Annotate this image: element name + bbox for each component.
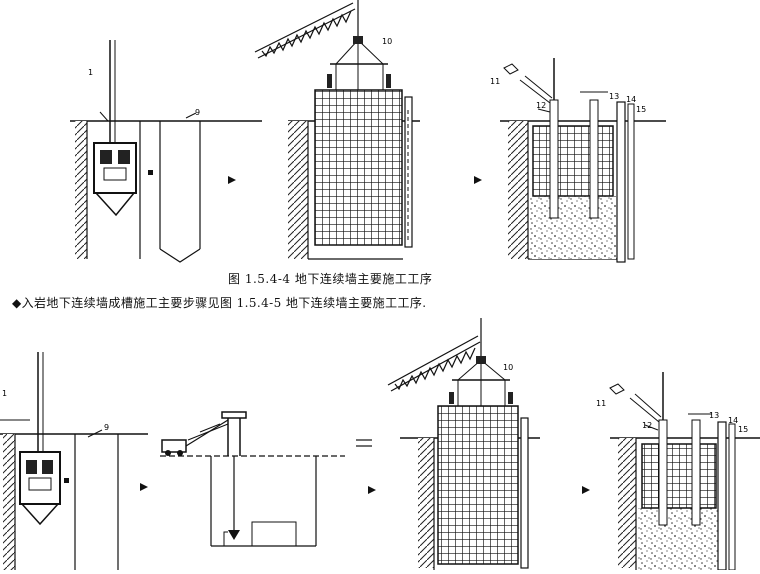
label-14: 14 xyxy=(728,416,738,425)
step-3-top-concrete-pouring xyxy=(500,58,666,263)
bullet-paragraph: ◆入岩地下连续墙成槽施工主要步骤见图 1.5.4-5 地下连续墙主要施工工序. xyxy=(12,296,427,310)
label-15: 15 xyxy=(636,105,646,114)
label-14: 14 xyxy=(626,95,636,104)
step-2-bottom-cage-lowering xyxy=(387,318,540,570)
label-11: 11 xyxy=(490,77,500,86)
step-2-top-cage-lowering xyxy=(254,0,420,260)
label-9: 9 xyxy=(104,423,109,432)
arrow-icon xyxy=(368,486,376,494)
figure-caption: 图 1.5.4-4 地下连续墙主要施工工序 xyxy=(228,272,433,286)
arrow-icon xyxy=(474,176,482,184)
step-1-top-trench-excavation xyxy=(70,40,262,263)
arrow-icon xyxy=(228,176,236,184)
label-10: 10 xyxy=(503,363,513,372)
label-15: 15 xyxy=(738,425,748,434)
label-10: 10 xyxy=(382,37,392,46)
label-1: 1 xyxy=(2,389,7,398)
label-13: 13 xyxy=(709,411,719,420)
arrow-icon xyxy=(582,486,590,494)
step-1b-bottom-rock-drilling xyxy=(160,411,345,547)
arrow-icon xyxy=(140,483,148,491)
step-1-bottom-trench-excavation xyxy=(0,352,148,570)
label-13: 13 xyxy=(609,92,619,101)
label-11: 11 xyxy=(596,399,606,408)
label-12: 12 xyxy=(642,421,652,430)
label-1: 1 xyxy=(88,68,93,77)
label-12: 12 xyxy=(536,101,546,110)
label-9: 9 xyxy=(195,108,200,117)
step-3-bottom-concrete-pouring xyxy=(609,372,760,571)
